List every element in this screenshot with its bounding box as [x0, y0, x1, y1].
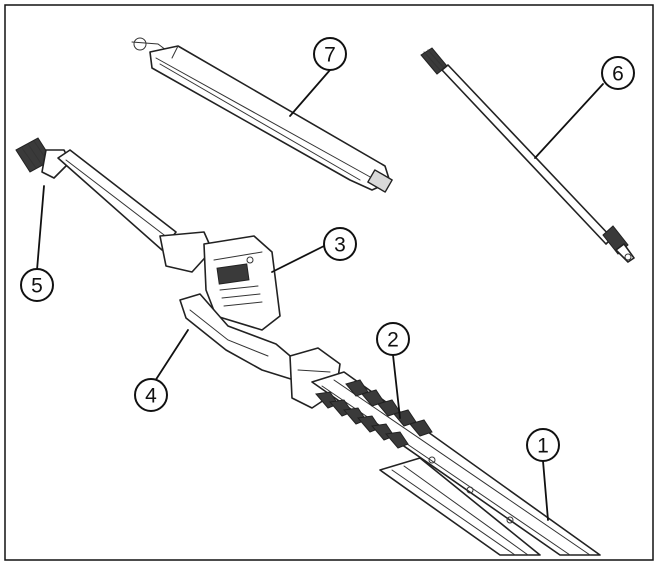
leader-lines [36, 69, 604, 521]
callout-4: 4 [134, 378, 168, 412]
callout-2: 2 [376, 322, 410, 356]
callout-circle [526, 428, 560, 462]
callout-6: 6 [601, 56, 635, 90]
callout-label: 3 [334, 234, 346, 257]
callout-circle [134, 378, 168, 412]
diagram-frame [4, 4, 654, 561]
callout-7: 7 [313, 37, 347, 71]
leader-5 [36, 185, 45, 271]
leader-3 [271, 245, 325, 273]
callout-circle [313, 37, 347, 71]
callout-label: 4 [145, 385, 157, 408]
callout-1: 1 [526, 428, 560, 462]
leader-2 [392, 354, 401, 419]
callout-circle [376, 322, 410, 356]
callout-circle [20, 268, 54, 302]
cutting-blade [311, 371, 601, 556]
leader-7 [289, 69, 331, 117]
callout-label: 5 [31, 275, 43, 298]
callout-5: 5 [20, 268, 54, 302]
callout-3: 3 [323, 227, 357, 261]
leader-1 [542, 460, 549, 521]
leader-4 [154, 329, 189, 382]
callout-label: 7 [324, 44, 336, 67]
callout-label: 1 [537, 435, 549, 458]
front-handle [179, 293, 341, 409]
callout-label: 2 [387, 329, 399, 352]
motor-housing [159, 231, 281, 331]
leader-6 [534, 83, 604, 159]
rear-handle [15, 137, 177, 251]
blade-cover [131, 37, 393, 193]
callout-circle [323, 227, 357, 261]
extension-pole [420, 47, 635, 263]
callout-label: 6 [612, 63, 624, 86]
callout-circle [601, 56, 635, 90]
